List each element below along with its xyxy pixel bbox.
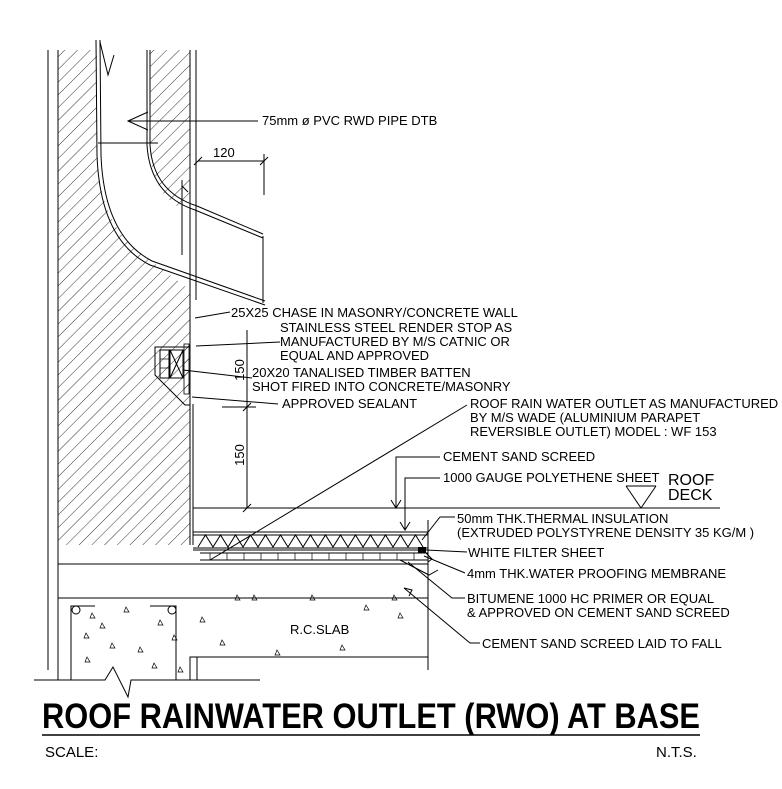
roof-deck-label-1: ROOF: [668, 472, 714, 489]
aggregate-mark: [234, 594, 241, 601]
aggregate-mark: [363, 604, 370, 611]
outlet-label-3: REVERSIBLE OUTLET) MODEL : WF 153: [470, 424, 717, 439]
insulation-label-2: (EXTRUDED POLYSTYRENE DENSITY 35 KG/M ): [457, 525, 754, 540]
pipe-label: 75mm ø PVC RWD PIPE DTB: [262, 113, 437, 128]
sealant-label: APPROVED SEALANT: [282, 396, 417, 411]
aggregate-mark: [99, 622, 106, 629]
render-stop-label-2: MANUFACTURED BY M/S CATNIC OR: [280, 334, 510, 349]
dimension-120-label: 120: [213, 145, 235, 160]
screed-fall-label: CEMENT SAND SCREED LAID TO FALL: [482, 636, 722, 651]
aggregate-mark: [123, 606, 130, 613]
outlet-leader: [209, 404, 468, 561]
aggregate-mark: [339, 644, 346, 651]
aggregate-mark: [137, 646, 144, 653]
screed-fall-leader: [403, 587, 480, 644]
membrane-label: 4mm THK.WATER PROOFING MEMBRANE: [467, 566, 726, 581]
aggregate-mark: [397, 612, 404, 619]
aggregate-mark: [84, 656, 91, 663]
dimension-150: [222, 330, 256, 513]
aggregate-mark: [177, 666, 184, 673]
render-stop-label-1: STAINLESS STEEL RENDER STOP AS: [280, 320, 512, 335]
batten-label-2: SHOT FIRED INTO CONCRETE/MASONRY: [252, 379, 511, 394]
batten-leader: [182, 369, 253, 379]
aggregate-mark: [274, 649, 281, 656]
render-stop-leader: [195, 341, 281, 347]
roof-deck-label-2: DECK: [668, 487, 713, 504]
aggregate-mark: [157, 619, 164, 626]
roof-buildup: [190, 507, 720, 670]
cement-screed-leader: [395, 456, 440, 508]
dimension-120: [181, 154, 269, 255]
aggregate-mark: [391, 594, 398, 601]
cement-screed-label: CEMENT SAND SCREED: [443, 449, 595, 464]
primer-label-1: BITUMENE 1000 HC PRIMER OR EQUAL: [467, 591, 714, 606]
chase-leader: [194, 311, 231, 319]
pipe-leader: [98, 111, 258, 144]
aggregate-mark: [251, 594, 258, 601]
drawing-title: ROOF RAINWATER OUTLET (RWO) AT BASE: [42, 697, 700, 736]
aggregate-mark: [199, 616, 206, 623]
scale-value: N.T.S.: [656, 744, 697, 761]
render-stop-label-3: EQUAL AND APPROVED: [280, 348, 429, 363]
outlet-label-1: ROOF RAIN WATER OUTLET AS MANUFACTURED: [470, 396, 778, 411]
polyethene-leader: [404, 477, 440, 530]
aggregate-mark: [219, 639, 226, 646]
dimension-150-upper-label: 150: [232, 359, 247, 381]
membrane-leader: [423, 555, 466, 574]
aggregate-mark: [89, 612, 96, 619]
rc-slab-label: R.C.SLAB: [290, 622, 349, 637]
primer-label-2: & APPROVED ON CEMENT SAND SCREED: [467, 605, 730, 620]
dimension-150-lower-label: 150: [232, 444, 247, 466]
batten-label-1: 20X20 TANALISED TIMBER BATTEN: [252, 365, 471, 380]
insulation-leader: [421, 516, 455, 541]
chase-label: 25X25 CHASE IN MASONRY/CONCRETE WALL: [231, 305, 518, 320]
aggregate-mark: [151, 662, 158, 669]
scale-label: SCALE:: [45, 744, 98, 761]
aggregate-mark: [309, 594, 316, 601]
outlet-label-2: BY M/S WADE (ALUMINIUM PARAPET: [470, 410, 700, 425]
filter-label: WHITE FILTER SHEET: [468, 545, 604, 560]
aggregate-mark: [171, 634, 178, 641]
render-stop-assembly: [154, 343, 194, 545]
masonry-wall: [47, 50, 197, 670]
aggregate-mark: [109, 642, 116, 649]
primer-leader: [407, 561, 465, 599]
rc-slab: [34, 545, 428, 699]
aggregate-mark: [83, 632, 90, 639]
polyethene-label: 1000 GAUGE POLYETHENE SHEET: [443, 470, 660, 485]
roof-deck-level-marker: [625, 485, 657, 509]
pvc-pipe: [95, 39, 266, 306]
filter-leader: [425, 549, 468, 553]
sealant-leader: [191, 396, 279, 405]
insulation-label-1: 50mm THK.THERMAL INSULATION: [457, 511, 668, 526]
